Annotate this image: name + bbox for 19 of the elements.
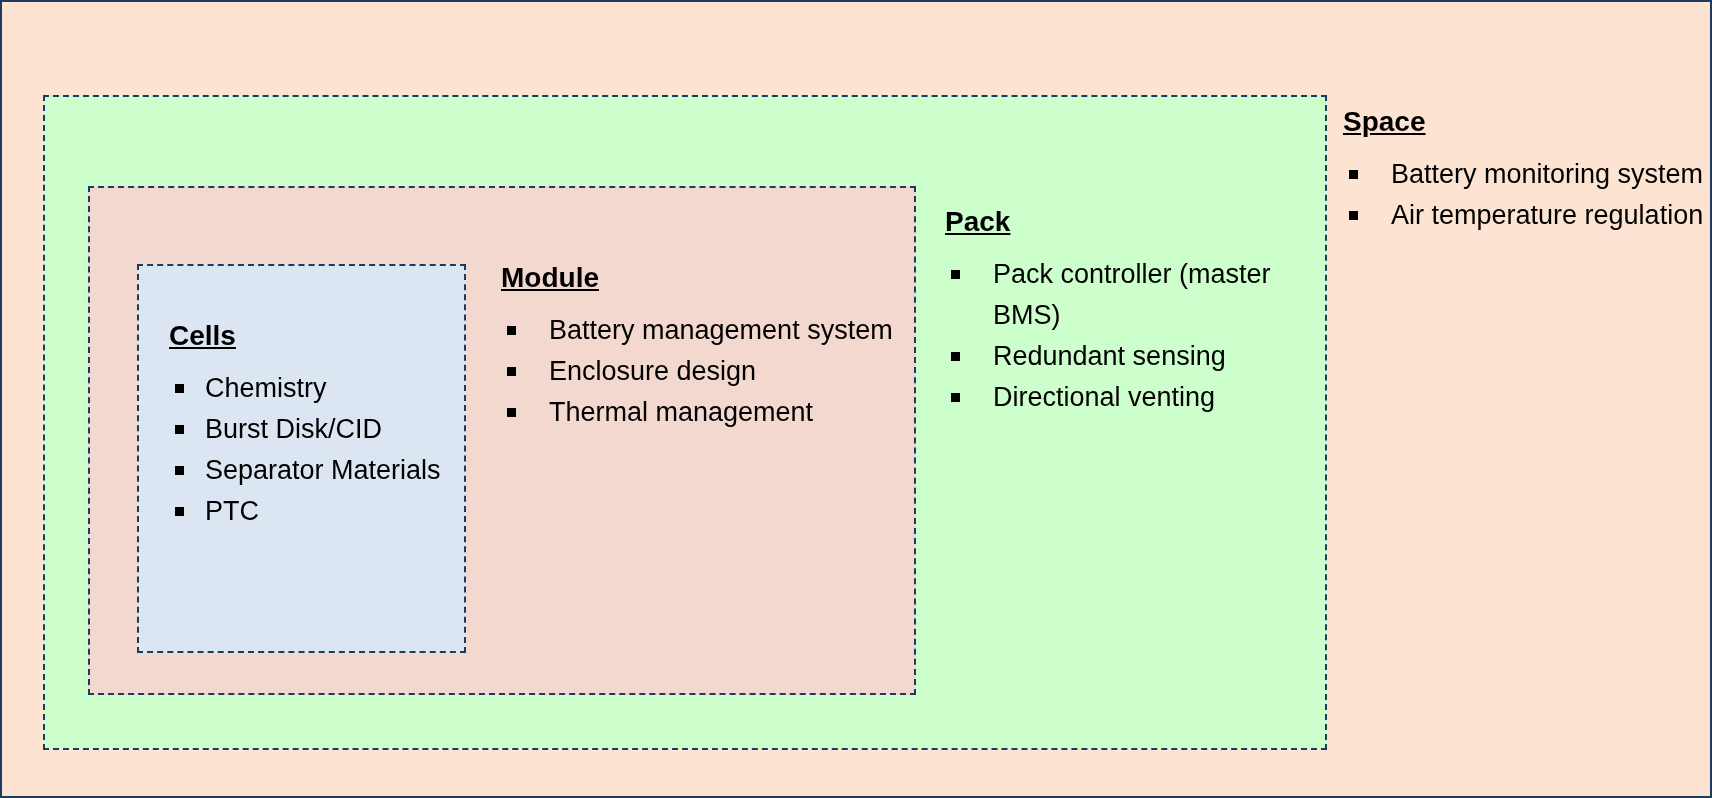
- bullet-item: Thermal management: [501, 392, 911, 433]
- bullet-item: Battery monitoring system: [1343, 154, 1708, 195]
- bullet-item: Chemistry: [169, 368, 461, 409]
- bullet-item: Air temperature regulation: [1343, 195, 1708, 236]
- bullet-item: Battery management system: [501, 310, 911, 351]
- section-heading: Cells: [169, 319, 236, 353]
- pack-panel: [43, 95, 1327, 750]
- bullet-item: Redundant sensing: [945, 336, 1325, 377]
- cells-panel: [137, 264, 466, 653]
- bullet-item: Pack controller (master BMS): [945, 254, 1325, 336]
- bullet-item: Enclosure design: [501, 351, 911, 392]
- section-heading: Space: [1343, 105, 1426, 139]
- section-heading: Pack: [945, 205, 1011, 239]
- bullet-item: Burst Disk/CID: [169, 409, 461, 450]
- section-heading: Module: [501, 261, 599, 295]
- module-panel: [88, 186, 916, 695]
- bullet-item: Separator Materials: [169, 450, 461, 491]
- bullet-item: PTC: [169, 491, 461, 532]
- bullet-item: Directional venting: [945, 377, 1325, 418]
